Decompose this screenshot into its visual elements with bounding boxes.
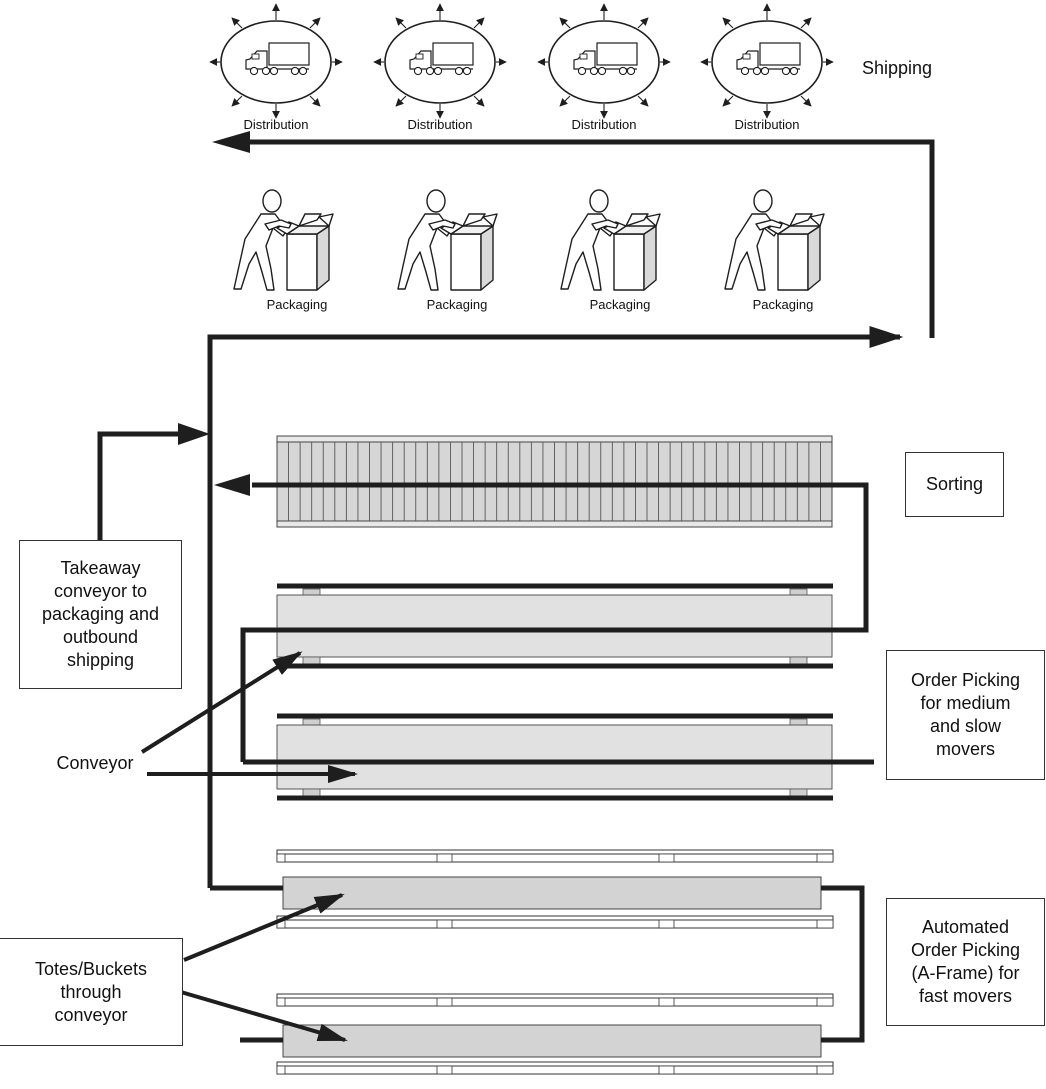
packaging-label-3: Packaging xyxy=(589,297,651,312)
takeaway-callout: Takeaway conveyor to packaging and outbo… xyxy=(19,540,182,689)
picking-conveyor-lower xyxy=(276,713,833,801)
picking-conveyor-upper xyxy=(276,583,833,669)
flow-a-frame-return xyxy=(821,885,865,1043)
distribution-hub-1 xyxy=(210,4,342,118)
flow-takeaway xyxy=(97,431,180,540)
pointer-totes-lower xyxy=(173,988,348,1042)
packaging-worker-2 xyxy=(397,189,498,291)
distribution-label-4: Distribution xyxy=(734,117,800,132)
distribution-label-2: Distribution xyxy=(407,117,473,132)
packaging-label-2: Packaging xyxy=(426,297,488,312)
order-picking-zone-label: Order Picking for medium and slow movers xyxy=(886,650,1045,780)
distribution-hub-2 xyxy=(374,4,506,118)
shipping-heading: Shipping xyxy=(862,58,933,78)
flow-to-packaging xyxy=(207,326,904,888)
packaging-worker-3 xyxy=(560,189,661,291)
sorting-zone-label: Sorting xyxy=(905,452,1004,517)
packaging-label-1: Packaging xyxy=(266,297,328,312)
arrowhead-shipping xyxy=(212,131,250,153)
distribution-hub-4 xyxy=(701,4,833,118)
packaging-label-4: Packaging xyxy=(752,297,814,312)
distribution-hub-3 xyxy=(538,4,670,118)
arrowhead-sorting xyxy=(214,474,250,496)
packaging-worker-1 xyxy=(233,189,334,291)
sorting-conveyor xyxy=(276,435,833,528)
distribution-label-1: Distribution xyxy=(243,117,309,132)
totes-callout: Totes/Buckets through conveyor xyxy=(0,938,183,1046)
pointer-totes-upper xyxy=(183,893,345,962)
a-frame-belt-lower xyxy=(282,1024,822,1058)
distribution-label-3: Distribution xyxy=(571,117,637,132)
arrowhead-takeaway xyxy=(178,423,210,445)
packaging-worker-4 xyxy=(724,189,825,291)
pointer-conveyor-upper xyxy=(140,651,303,754)
flow-to-shipping xyxy=(250,139,935,338)
conveyor-callout: Conveyor xyxy=(56,753,134,773)
automated-picking-zone-label: Automated Order Picking (A-Frame) for fa… xyxy=(886,898,1045,1026)
flow-sorting-loop xyxy=(240,482,869,762)
a-frame-belt-upper xyxy=(282,876,822,910)
